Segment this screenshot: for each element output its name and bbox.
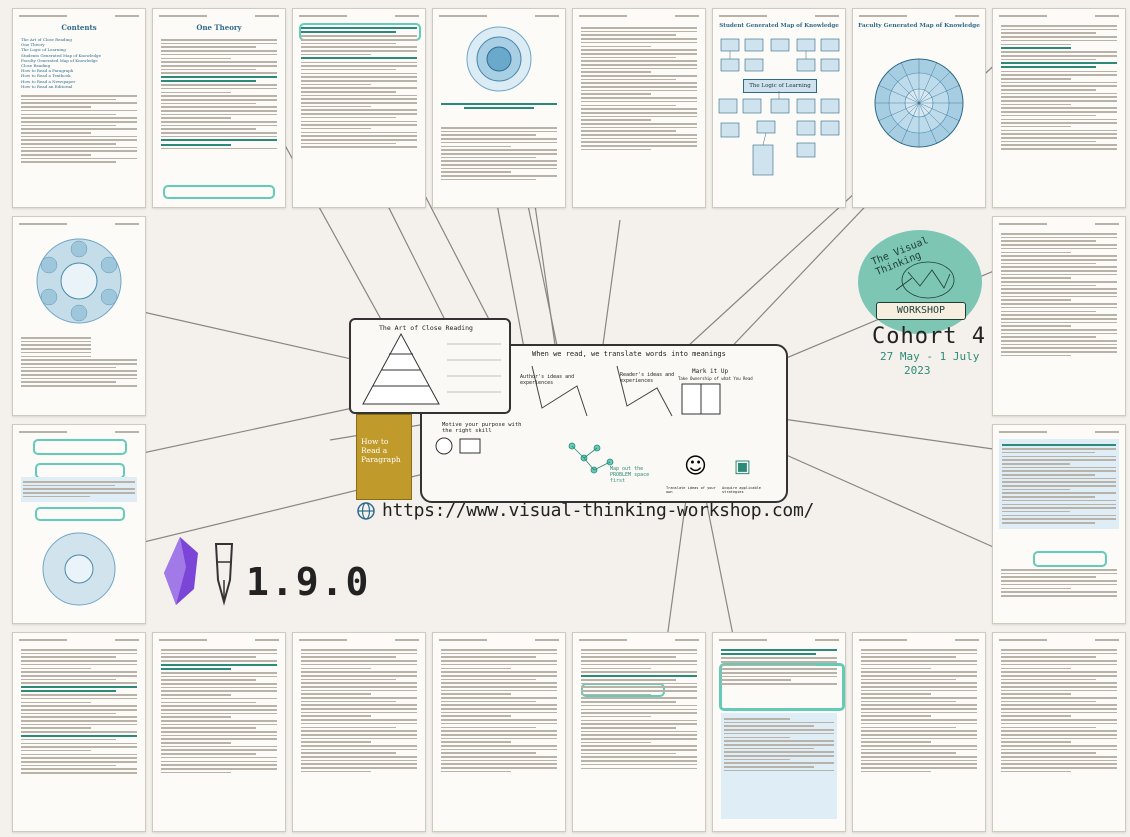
students-map-page[interactable]: Student Generated Map of Knowledge The L… <box>712 8 846 208</box>
book-icon: ▣ <box>734 456 752 477</box>
page-10[interactable] <box>992 216 1126 416</box>
bottom-page-2[interactable] <box>152 632 286 832</box>
sketch-drawing <box>435 365 721 474</box>
authors-ideas: Author's ideas and experiences <box>520 374 575 386</box>
workshop-logo: The Visual Thinking WORKSHOP <box>858 230 982 334</box>
bottom-page-7[interactable] <box>852 632 986 832</box>
mark-it-up-title: Mark it Up <box>692 368 729 375</box>
faculty-map-title: Faculty Generated Map of Knowledge <box>858 23 980 29</box>
logo-bottom-text: WORKSHOP <box>876 302 966 320</box>
bottom-page-4[interactable] <box>432 632 566 832</box>
translate-ideas: Translate ideas of your own <box>666 486 716 494</box>
readers-ideas: Reader's ideas and experiences <box>620 372 675 384</box>
page-5[interactable] <box>572 8 706 208</box>
target-diagram-page[interactable] <box>432 8 566 208</box>
radial-knowledge-map <box>874 58 964 148</box>
brain-icon <box>895 261 955 299</box>
circle-diagram-page[interactable] <box>12 216 146 416</box>
url-link[interactable]: https://www.visual-thinking-workshop.com… <box>356 500 814 521</box>
highlight-box <box>719 663 845 711</box>
bottom-page-3[interactable] <box>292 632 426 832</box>
pen-nib-icon <box>214 543 234 606</box>
book-cover[interactable]: How to Read a Paragraph <box>356 414 412 500</box>
map-problem-space: Map out the PROBLEM space first <box>610 466 650 484</box>
highlight-box <box>1033 551 1107 567</box>
contents-list: The Art of Close Reading One Theory The … <box>21 37 101 89</box>
book-title: How to Read a Paragraph <box>361 437 401 464</box>
obsidian-icon <box>164 537 198 605</box>
cohort-dates: 27 May - 1 July <box>880 350 980 363</box>
emoji-icon: ☺ <box>684 454 707 479</box>
bottom-page-6[interactable] <box>712 632 846 832</box>
cohort-year: 2023 <box>904 364 931 377</box>
concentric-circles-diagram <box>466 26 532 92</box>
bottom-page-5[interactable] <box>572 632 706 832</box>
contents-title: Contents <box>61 23 97 32</box>
close-reading-title: The Art of Close Reading <box>379 324 473 332</box>
faculty-map-page[interactable]: Faculty Generated Map of Knowledge <box>852 8 986 208</box>
bottom-page-1[interactable] <box>12 632 146 832</box>
contents-page[interactable]: Contents The Art of Close Reading One Th… <box>12 8 146 208</box>
pyramid-drawing <box>362 332 501 405</box>
acquire-strategies: Acquire applicable strategies <box>722 486 761 494</box>
page-12[interactable] <box>992 424 1126 624</box>
students-map-title: Student Generated Map of Knowledge <box>719 23 839 29</box>
page-8[interactable] <box>992 8 1126 208</box>
sketch-banner: When we read, we translate words into me… <box>532 350 726 358</box>
url-text[interactable]: https://www.visual-thinking-workshop.com… <box>382 500 815 521</box>
mark-it-up-subtitle: Take Ownership of what You Read <box>678 376 753 381</box>
close-reading-sketch[interactable]: The Art of Close Reading <box>349 318 511 414</box>
highlight-box <box>35 507 125 521</box>
highlight-box <box>163 185 275 199</box>
bottom-page-8[interactable] <box>992 632 1126 832</box>
knowledge-map-tree <box>718 38 840 176</box>
circle-diagram-small <box>42 532 116 606</box>
one-theory-page[interactable]: One Theory <box>152 8 286 208</box>
page-11[interactable] <box>12 424 146 624</box>
motive-purpose: Motive your purpose with the right skill <box>442 422 522 434</box>
one-theory-title: One Theory <box>196 23 242 32</box>
globe-icon <box>357 501 375 520</box>
version-number: 1.9.0 <box>246 560 371 604</box>
circular-concepts-diagram <box>36 238 122 324</box>
highlight-box <box>33 439 127 455</box>
cohort-label: Cohort 4 <box>872 324 986 349</box>
logic-of-learning-box: The Logic of Learning <box>743 79 817 93</box>
page-3[interactable] <box>292 8 426 208</box>
